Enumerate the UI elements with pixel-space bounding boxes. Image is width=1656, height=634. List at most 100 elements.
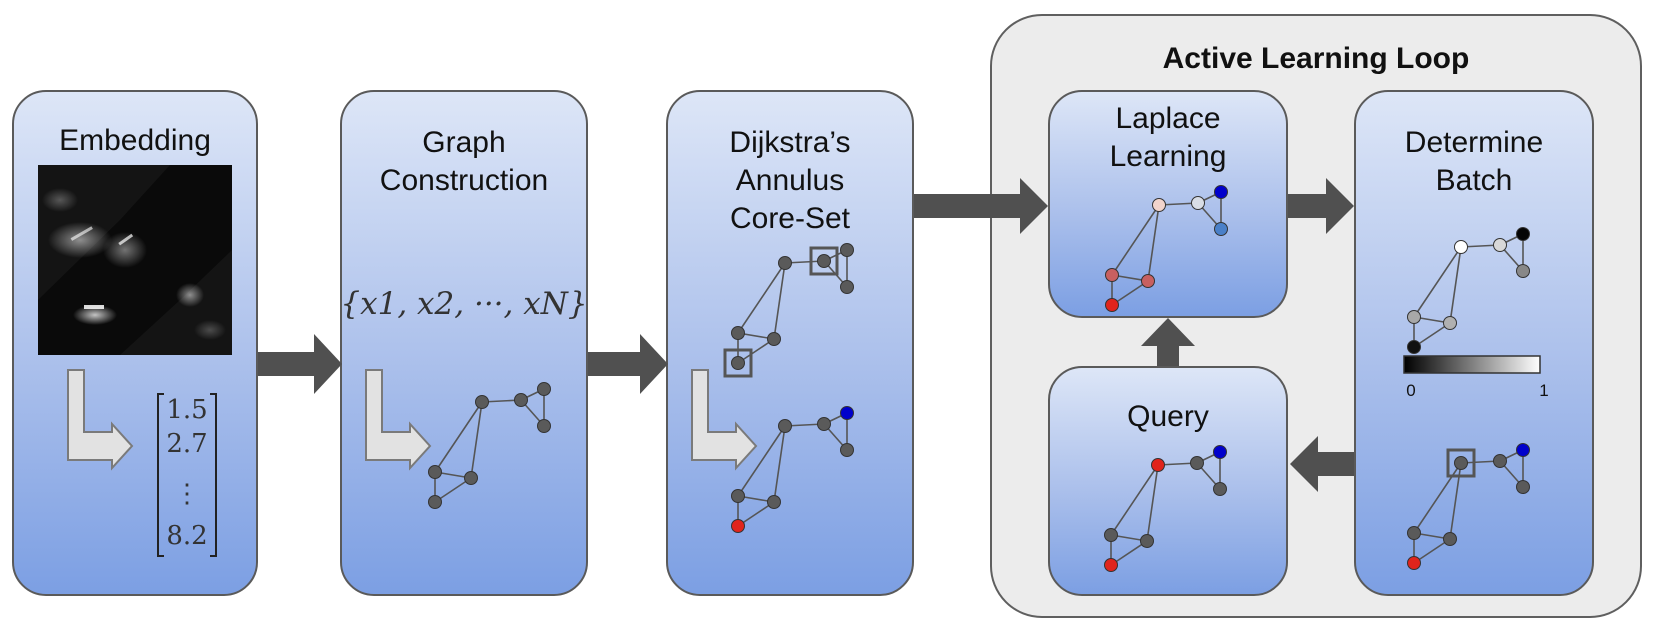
graph-edge — [434, 477, 472, 503]
dijkstra-labeled-graph — [731, 406, 854, 533]
graph-node — [428, 465, 442, 479]
graph-node — [1213, 482, 1227, 496]
graph-node — [1214, 185, 1228, 199]
arrow-laplace-to-batch — [1288, 178, 1354, 234]
dijkstra-title-line2: Annulus — [735, 164, 845, 197]
graph-node — [1516, 264, 1530, 278]
graph-title-line2: Construction — [379, 164, 549, 197]
graph-edge — [737, 262, 786, 334]
embedding-elbow-arrow — [67, 369, 134, 471]
graph-node — [1104, 558, 1118, 572]
query-box: Query — [1048, 366, 1288, 596]
graph-node — [731, 519, 745, 533]
satellite-image — [38, 165, 232, 355]
graph-edge — [1449, 462, 1462, 540]
graph-node — [1454, 456, 1468, 470]
graph-edge — [773, 262, 786, 340]
graph-layer — [428, 185, 1530, 572]
graph-edge — [1110, 540, 1148, 566]
graph-edge — [773, 425, 786, 503]
arrow-graph-to-dijkstra — [588, 334, 668, 394]
graph-construction-graph — [428, 382, 551, 509]
graph-node — [537, 419, 551, 433]
graph-node — [1407, 526, 1421, 540]
graph-node — [731, 356, 745, 370]
graph-node — [817, 254, 831, 268]
colorbar: 0 1 — [1403, 355, 1549, 400]
graph-node — [1105, 298, 1119, 312]
graph-node — [840, 406, 854, 420]
graph-edge — [737, 338, 775, 364]
vector-vdots: ⋮ — [174, 479, 200, 509]
graph-node — [767, 332, 781, 346]
graph-node — [1151, 458, 1165, 472]
graph-edge — [1111, 280, 1149, 306]
graph-node — [1454, 240, 1468, 254]
graph-elbow-arrow — [365, 369, 432, 471]
graph-node — [817, 417, 831, 431]
selection-square — [723, 348, 753, 378]
flow-arrows — [258, 178, 1354, 492]
embedding-title: Embedding — [59, 124, 211, 157]
set-notation: {x1, x2, ···, xN} — [340, 286, 587, 322]
graph-node — [840, 280, 854, 294]
arrow-dijkstra-to-laplace — [914, 178, 1048, 234]
graph-node — [1493, 454, 1507, 468]
graph-edge — [1147, 204, 1160, 282]
batch-selected-graph — [1407, 443, 1530, 570]
graph-edge — [1413, 462, 1462, 534]
graph-node — [1443, 316, 1457, 330]
graph-edge — [1449, 246, 1462, 324]
dijkstra-title-line3: Core-Set — [729, 202, 851, 235]
dijkstra-box: Dijkstra’s Annulus Core-Set — [666, 90, 914, 596]
graph-edge — [1413, 246, 1462, 318]
graph-node — [778, 256, 792, 270]
graph-node — [1105, 268, 1119, 282]
graph-node — [514, 393, 528, 407]
arrow-query-to-laplace — [1141, 318, 1195, 366]
dijkstra-title-line1: Dijkstra’s — [729, 126, 851, 159]
graph-edge — [1413, 538, 1451, 564]
laplace-title-line1: Laplace — [1115, 102, 1221, 135]
vector-value-2: 2.7 — [166, 429, 207, 459]
graph-edge — [737, 501, 775, 527]
graph-node — [1191, 196, 1205, 210]
graph-node — [1516, 443, 1530, 457]
batch-title-line1: Determine — [1404, 126, 1544, 159]
determine-batch-box: Determine Batch — [1354, 90, 1594, 596]
loop-title: Active Learning Loop — [1162, 42, 1470, 75]
query-graph — [1104, 445, 1227, 572]
graph-node — [537, 382, 551, 396]
laplace-learning-graph — [1105, 185, 1228, 312]
graph-node — [731, 489, 745, 503]
graph-node — [464, 471, 478, 485]
elbow-arrows — [67, 369, 758, 471]
graph-edge — [1413, 322, 1451, 348]
graph-node — [428, 495, 442, 509]
graph-edge — [1111, 204, 1160, 276]
graph-edge — [470, 401, 483, 479]
graph-construction-box: Graph Construction — [340, 90, 588, 596]
graph-node — [1443, 532, 1457, 546]
graph-node — [1407, 340, 1421, 354]
dijkstra-elbow-arrow — [691, 369, 758, 471]
arrow-batch-to-query — [1290, 436, 1354, 492]
colorbar-max-label: 1 — [1539, 381, 1548, 400]
colorbar-min-label: 0 — [1406, 381, 1415, 400]
dijkstra-coreset-graph — [723, 243, 854, 378]
graph-node — [840, 243, 854, 257]
graph-node — [1213, 445, 1227, 459]
embedding-vector: 1.5 2.7 ⋮ 8.2 — [157, 393, 217, 557]
selection-square — [1446, 448, 1476, 478]
graph-node — [1214, 222, 1228, 236]
graph-node — [1407, 556, 1421, 570]
graph-node — [1516, 480, 1530, 494]
batch-title-line2: Batch — [1435, 164, 1513, 197]
graph-node — [1141, 274, 1155, 288]
graph-edge — [737, 425, 786, 497]
graph-node — [1152, 198, 1166, 212]
graph-node — [731, 326, 745, 340]
graph-node — [1407, 310, 1421, 324]
